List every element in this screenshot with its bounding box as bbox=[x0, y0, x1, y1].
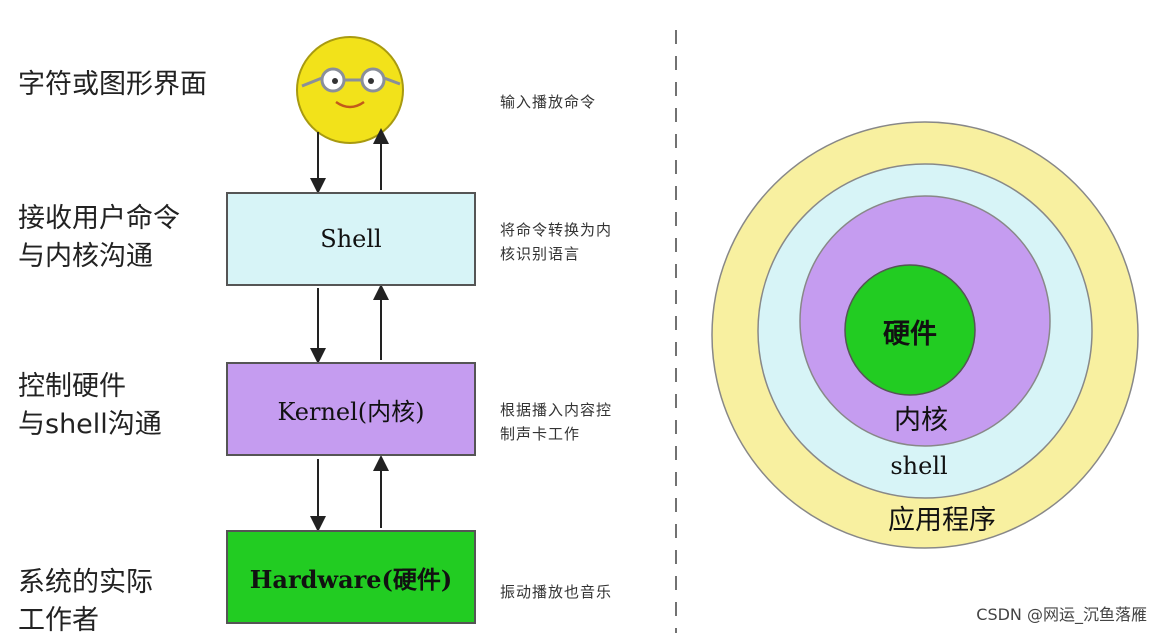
kernel-box: Kernel(内核) bbox=[226, 362, 476, 456]
hardware-box: Hardware(硬件) bbox=[226, 530, 476, 624]
ring-hardware bbox=[844, 264, 976, 396]
label-hardware-role: 系统的实际 工作者 bbox=[18, 567, 153, 636]
note-shell: 将命令转换为内 核识别语言 bbox=[500, 221, 613, 263]
label-shell-role: 接收用户命令 与内核沟通 bbox=[18, 203, 180, 272]
ring-label-apps: 应用程序 bbox=[888, 505, 996, 536]
ring-label-kernel: 内核 bbox=[894, 405, 948, 436]
label-interface: 字符或图形界面 bbox=[18, 69, 207, 100]
ring-label-hardware: 硬件 bbox=[883, 319, 937, 350]
arrows bbox=[310, 128, 389, 532]
label-kernel-role: 控制硬件 与shell沟通 bbox=[18, 371, 162, 440]
flow-diagram-svg bbox=[296, 30, 677, 633]
layer-rings-svg bbox=[711, 121, 1139, 549]
watermark: CSDN @网运_沉鱼落雁 bbox=[976, 605, 1147, 624]
note-input: 输入播放命令 bbox=[500, 93, 597, 111]
smiley-face-icon bbox=[296, 36, 404, 144]
note-kernel: 根据播入内容控 制声卡工作 bbox=[500, 401, 613, 443]
note-hardware: 振动播放也音乐 bbox=[500, 583, 613, 601]
ring-label-shell: shell bbox=[890, 452, 948, 480]
shell-box: Shell bbox=[226, 192, 476, 286]
